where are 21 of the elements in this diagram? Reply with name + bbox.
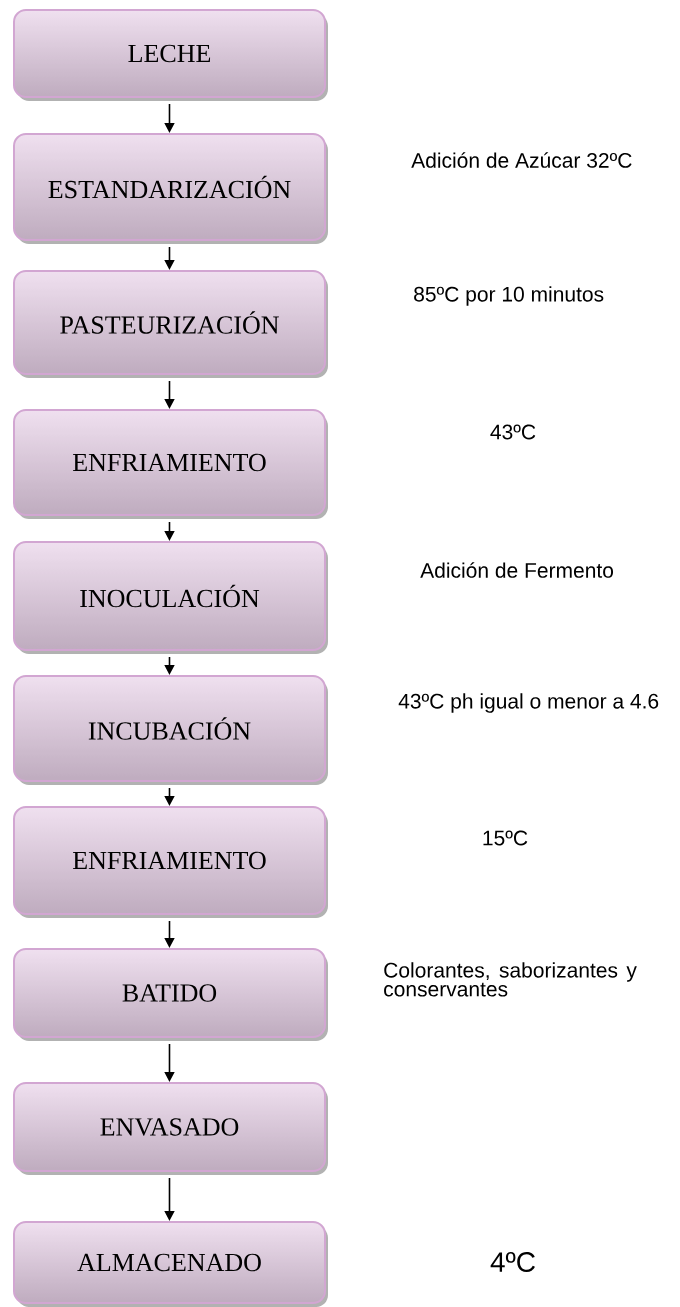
arrow [164,246,175,270]
process-box: LECHE [13,9,328,101]
process-box: ENFRIAMIENTO [13,806,328,918]
process-box: ENVASADO [13,1082,328,1175]
process-box: ESTANDARIZACIÓN [13,133,328,244]
side-note: Adición de Azúcar 32ºC [411,152,632,168]
side-note: Adición de Fermento [420,562,614,578]
side-note: Colorantes, saborizantes y conservantes [384,962,637,997]
process-box: INCUBACIÓN [13,675,328,785]
process-box: ENFRIAMIENTO [13,409,328,519]
side-note: 43ºC [490,424,536,440]
process-box: BATIDO [13,948,328,1041]
process-box: INOCULACIÓN [13,541,328,654]
side-note: 4ºC [490,1252,535,1272]
side-note: 85ºC por 10 minutos [414,286,604,306]
process-box: ALMACENADO [13,1221,328,1307]
arrow [164,103,175,133]
arrow [164,380,175,409]
side-note: 43ºC ph igual o menor a 4.6 [398,693,659,713]
process-box: PASTEURIZACIÓN [13,270,328,378]
side-note: 15ºC [483,830,528,846]
